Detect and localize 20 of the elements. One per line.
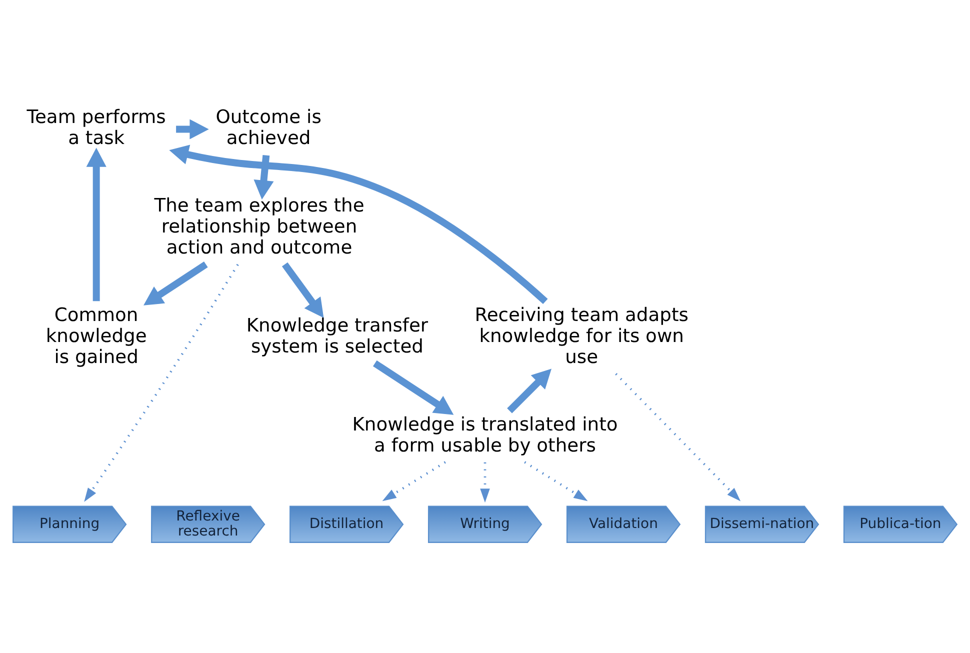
node-text: Receiving team adapts knowledge for its own use: [474, 305, 688, 368]
arrow: [382, 461, 446, 502]
node-text: The team explores the relationship between action and outcome: [154, 196, 364, 259]
node-text: Outcome is achieved: [216, 107, 322, 150]
arrow: [169, 144, 548, 304]
arrow: [507, 368, 552, 414]
arrow: [282, 262, 324, 318]
node-text: Team performs a task: [26, 107, 166, 150]
arrow: [84, 264, 239, 502]
node-text: Knowledge transfer system is selected: [246, 316, 428, 358]
arrow: [176, 119, 209, 140]
node-text: Common knowledge is gained: [46, 305, 147, 368]
arrow: [524, 461, 588, 502]
arrow: [615, 373, 741, 502]
arrow: [144, 261, 208, 306]
arrow: [372, 360, 454, 415]
node-text: Knowledge is translated into a form usable by others: [352, 414, 618, 456]
arrow: [254, 154, 274, 200]
arrow: [480, 462, 490, 503]
arrow: [86, 148, 106, 302]
